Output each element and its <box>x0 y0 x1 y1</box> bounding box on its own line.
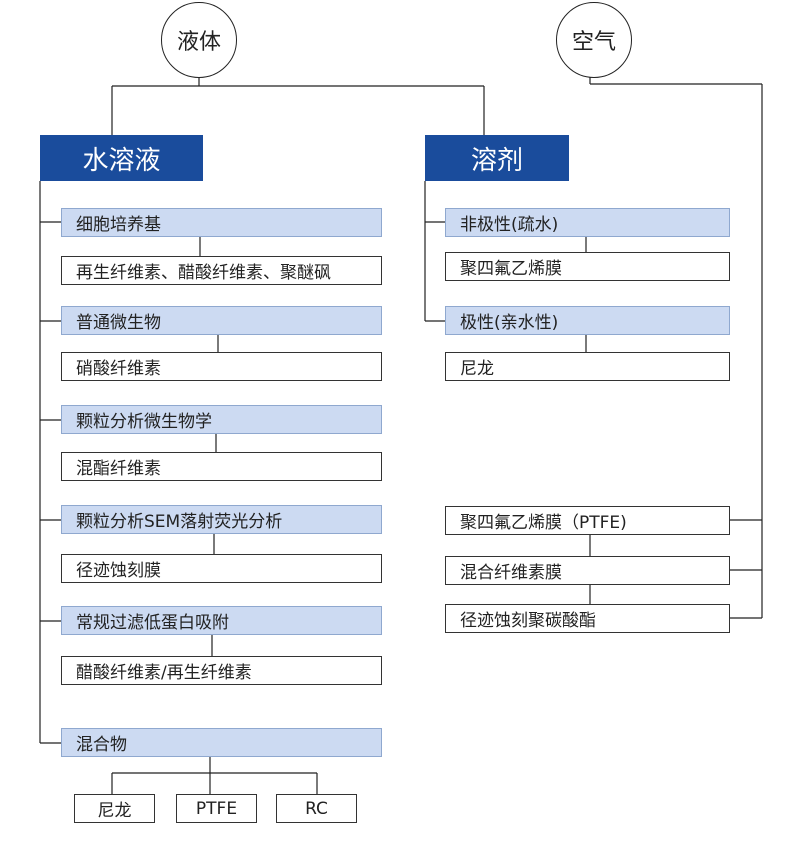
membrane-label: 径迹蚀刻膜 <box>76 561 161 581</box>
root-air: 空气 <box>556 2 632 78</box>
category-box: 极性(亲水性) <box>445 306 730 335</box>
membrane-label: 混合纤维素膜 <box>460 563 562 583</box>
category-label: 极性(亲水性) <box>460 313 559 333</box>
header-solvent-label: 溶剂 <box>470 145 523 176</box>
leaf-label: 尼龙 <box>97 801 132 821</box>
category-label: 普通微生物 <box>76 313 161 333</box>
leaf-box: RC <box>276 794 357 823</box>
root-air-label: 空气 <box>571 30 616 55</box>
air-membrane-box: 径迹蚀刻聚碳酸酯 <box>445 604 730 633</box>
root-liquid: 液体 <box>161 2 237 78</box>
membrane-label: 混酯纤维素 <box>76 459 161 479</box>
category-label: 颗粒分析SEM落射荧光分析 <box>76 512 283 532</box>
leaf-box: PTFE <box>176 794 257 823</box>
category-box: 混合物 <box>61 728 382 757</box>
header-aqueous: 水溶液 <box>40 135 203 181</box>
category-label: 颗粒分析微生物学 <box>76 412 212 432</box>
category-label: 常规过滤低蛋白吸附 <box>76 613 229 633</box>
category-box: 颗粒分析SEM落射荧光分析 <box>61 505 382 534</box>
membrane-box: 硝酸纤维素 <box>61 352 382 381</box>
category-label: 非极性(疏水) <box>460 215 559 235</box>
category-box: 细胞培养基 <box>61 208 382 237</box>
membrane-label: 聚四氟乙烯膜 <box>460 259 562 279</box>
air-membrane-box: 混合纤维素膜 <box>445 556 730 585</box>
membrane-box: 醋酸纤维素/再生纤维素 <box>61 656 382 685</box>
header-solvent: 溶剂 <box>425 135 569 181</box>
root-liquid-label: 液体 <box>176 30 221 55</box>
membrane-box: 再生纤维素、醋酸纤维素、聚醚砜 <box>61 256 382 285</box>
leaf-box: 尼龙 <box>74 794 155 823</box>
membrane-box: 混酯纤维素 <box>61 452 382 481</box>
air-membrane-box: 聚四氟乙烯膜（PTFE) <box>445 506 730 535</box>
membrane-label: 尼龙 <box>460 359 494 379</box>
membrane-box: 径迹蚀刻膜 <box>61 554 382 583</box>
membrane-box: 聚四氟乙烯膜 <box>445 252 730 281</box>
membrane-label: 聚四氟乙烯膜（PTFE) <box>460 513 627 533</box>
category-label: 混合物 <box>76 735 127 755</box>
category-label: 细胞培养基 <box>76 215 161 235</box>
header-aqueous-label: 水溶液 <box>82 145 161 176</box>
membrane-label: 再生纤维素、醋酸纤维素、聚醚砜 <box>76 263 331 283</box>
leaf-label: PTFE <box>195 798 238 819</box>
category-box: 常规过滤低蛋白吸附 <box>61 606 382 635</box>
membrane-label: 醋酸纤维素/再生纤维素 <box>76 663 252 683</box>
category-box: 非极性(疏水) <box>445 208 730 237</box>
membrane-label: 硝酸纤维素 <box>76 359 161 379</box>
membrane-label: 径迹蚀刻聚碳酸酯 <box>460 611 596 631</box>
category-box: 颗粒分析微生物学 <box>61 405 382 434</box>
membrane-box: 尼龙 <box>445 352 730 381</box>
category-box: 普通微生物 <box>61 306 382 335</box>
leaf-label: RC <box>305 798 328 819</box>
